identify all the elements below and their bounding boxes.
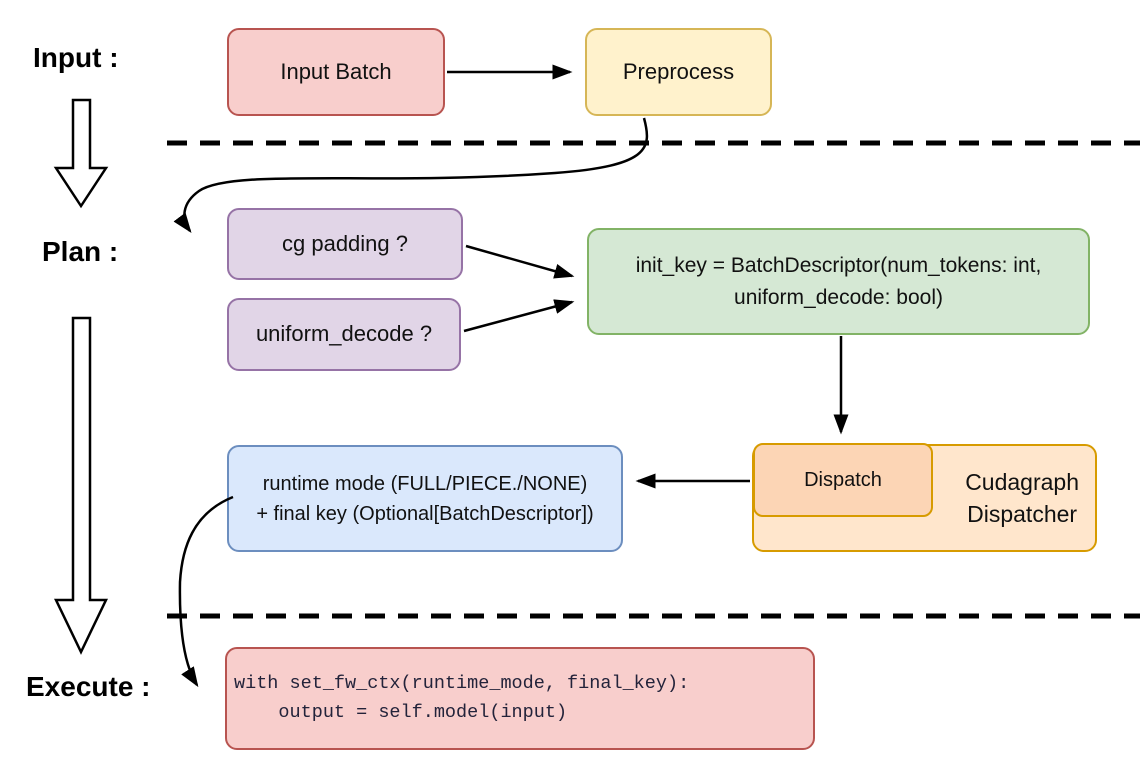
dispatcher-label-line1: Cudagraph	[965, 468, 1079, 495]
node-uniform-decode: uniform_decode ?	[227, 298, 461, 371]
stage-label-plan: Plan :	[42, 236, 119, 267]
code-line-2: output = self.model(input)	[234, 701, 568, 723]
node-input-batch-label: Input Batch	[280, 58, 392, 84]
final-key-line: + final key (Optional[BatchDescriptor])	[256, 502, 594, 525]
node-init-key: init_key = BatchDescriptor(num_tokens: i…	[587, 228, 1090, 335]
node-input-batch: Input Batch	[227, 28, 445, 116]
node-dispatch: Dispatch	[753, 443, 933, 517]
runtime-mode-line: runtime mode (FULL/PIECE./NONE)	[262, 472, 588, 495]
connector-cgpadding-initkey	[465, 244, 575, 279]
stage-label-execute: Execute :	[26, 671, 151, 702]
stage-arrow-plan-to-execute	[54, 316, 108, 655]
stage-label-input: Input :	[33, 42, 119, 73]
stage-arrow-input-to-plan	[53, 98, 109, 209]
node-init-key-line2: uniform_decode: bool)	[734, 285, 943, 309]
node-runtime-mode-final-key: runtime mode (FULL/PIECE./NONE) + final …	[227, 445, 623, 552]
node-preprocess-label: Preprocess	[622, 58, 735, 84]
dispatcher-label-line2: Dispatcher	[967, 501, 1078, 527]
node-uniform-decode-label: uniform_decode ?	[255, 321, 433, 347]
code-line-1: with set_fw_ctx(runtime_mode, final_key)…	[234, 672, 690, 694]
node-execute-code: with set_fw_ctx(runtime_mode, final_key)…	[225, 647, 815, 750]
connector-uniformdecode-initkey	[463, 299, 575, 333]
node-cudagraph-dispatcher-label: Cudagraph Dispatcher	[965, 466, 1079, 530]
node-cg-padding: cg padding ?	[227, 208, 463, 280]
node-dispatch-label: Dispatch	[804, 469, 882, 491]
node-preprocess: Preprocess	[585, 28, 772, 116]
node-cg-padding-label: cg padding ?	[282, 230, 408, 256]
node-init-key-line1: init_key = BatchDescriptor(num_tokens: i…	[635, 254, 1042, 277]
